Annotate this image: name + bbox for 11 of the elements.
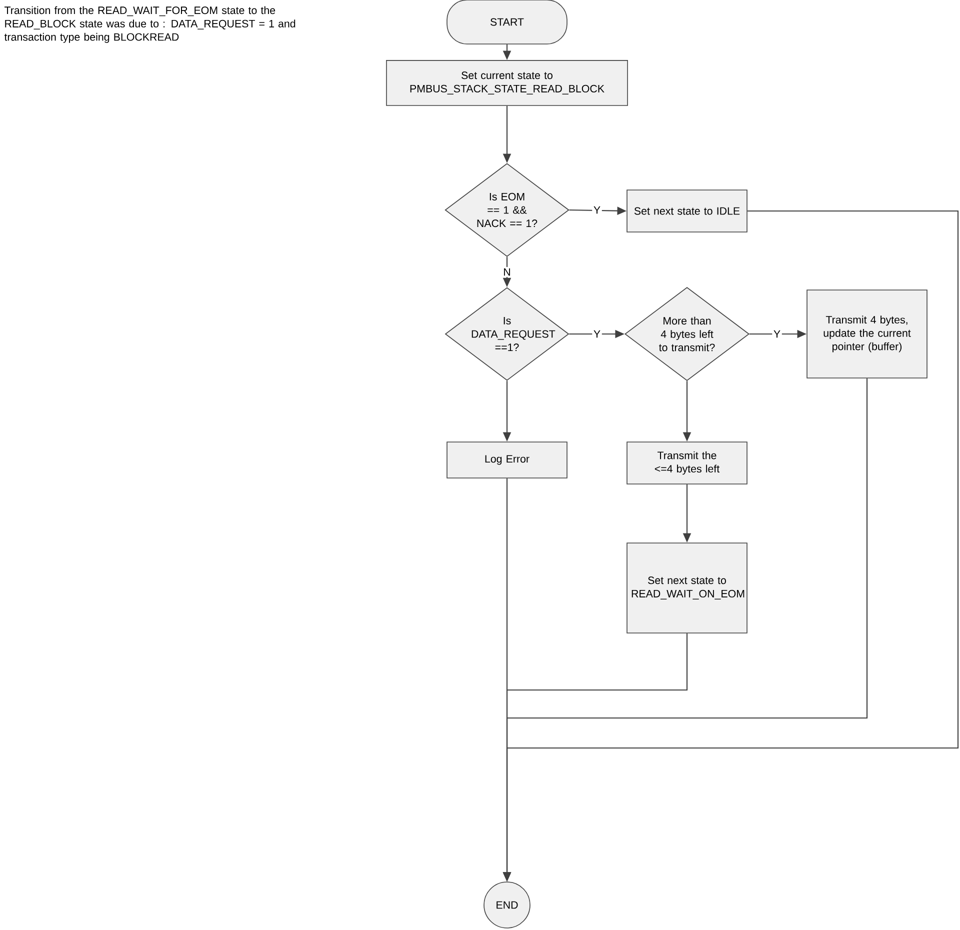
process-box: Set next state to IDLE: [626, 190, 748, 232]
edge-label: Y: [592, 205, 602, 215]
process-box: Transmit the <=4 bytes left: [626, 442, 748, 484]
process-box: Set current state to PMBUS_STACK_STATE_READ_BLOCK: [386, 60, 628, 106]
edge-label: Y: [772, 329, 782, 339]
process-box: Set next state to READ_WAIT_ON_EOM: [626, 542, 748, 634]
note-text: Transition from the READ_WAIT_FOR_EOM state to the READ_BLOCK state was due to : DATA_REQUEST = 1 and transaction type being BLOCKREAD: [4, 6, 296, 43]
process-box: Transmit 4 bytes, update the current pointer (buffer): [806, 290, 928, 378]
process-box: Log Error: [446, 442, 568, 478]
edge-label: Y: [592, 329, 602, 339]
edge-label: N: [502, 267, 512, 277]
